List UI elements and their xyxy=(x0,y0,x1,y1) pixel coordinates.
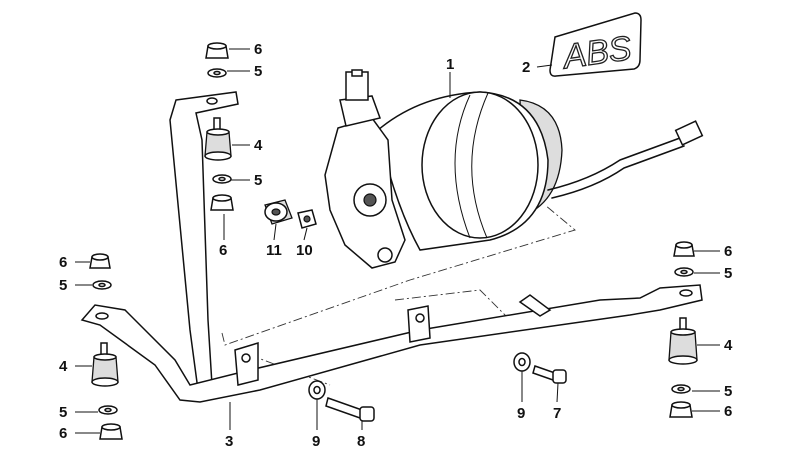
sleeve-and-nut xyxy=(264,199,317,229)
callout-4-right: 4 xyxy=(724,337,733,354)
callout-5-top-b: 5 xyxy=(254,172,262,189)
callout-11: 11 xyxy=(266,242,282,259)
callout-4-top: 4 xyxy=(254,137,263,154)
callout-4-left: 4 xyxy=(59,358,68,375)
callout-6-right-b: 6 xyxy=(724,403,732,420)
leader-lines xyxy=(75,48,720,434)
callout-8: 8 xyxy=(357,433,365,450)
pump-motor-assembly xyxy=(324,69,704,269)
callout-6-top-a: 6 xyxy=(254,41,262,58)
callout-9-left: 9 xyxy=(312,433,320,450)
callout-1: 1 xyxy=(446,56,454,73)
callout-6-left-b: 6 xyxy=(59,425,67,442)
callout-9-right: 9 xyxy=(517,405,525,422)
callout-2: 2 xyxy=(522,59,530,76)
callout-5-top-a: 5 xyxy=(254,63,262,80)
callout-7: 7 xyxy=(553,405,561,422)
top-mount-stack xyxy=(204,42,234,211)
callout-5-right-a: 5 xyxy=(724,265,732,282)
bolts-and-washers xyxy=(308,352,567,422)
callout-5-right-b: 5 xyxy=(724,383,732,400)
left-mount-stack xyxy=(89,253,123,440)
callout-10: 10 xyxy=(296,242,313,259)
callout-5-left-a: 5 xyxy=(59,277,67,294)
callout-6-left-a: 6 xyxy=(59,254,67,271)
callout-6-right-a: 6 xyxy=(724,243,732,260)
mounting-bracket xyxy=(80,91,703,403)
abs-emblem: ABS xyxy=(549,12,642,77)
callout-labels: 1 2 3 4 4 4 5 5 5 5 5 5 6 6 6 6 6 6 7 8 … xyxy=(59,41,733,450)
callout-6-top-b: 6 xyxy=(219,242,227,259)
right-mount-stack xyxy=(668,241,698,418)
callout-3: 3 xyxy=(225,433,233,450)
callout-5-left-b: 5 xyxy=(59,404,67,421)
